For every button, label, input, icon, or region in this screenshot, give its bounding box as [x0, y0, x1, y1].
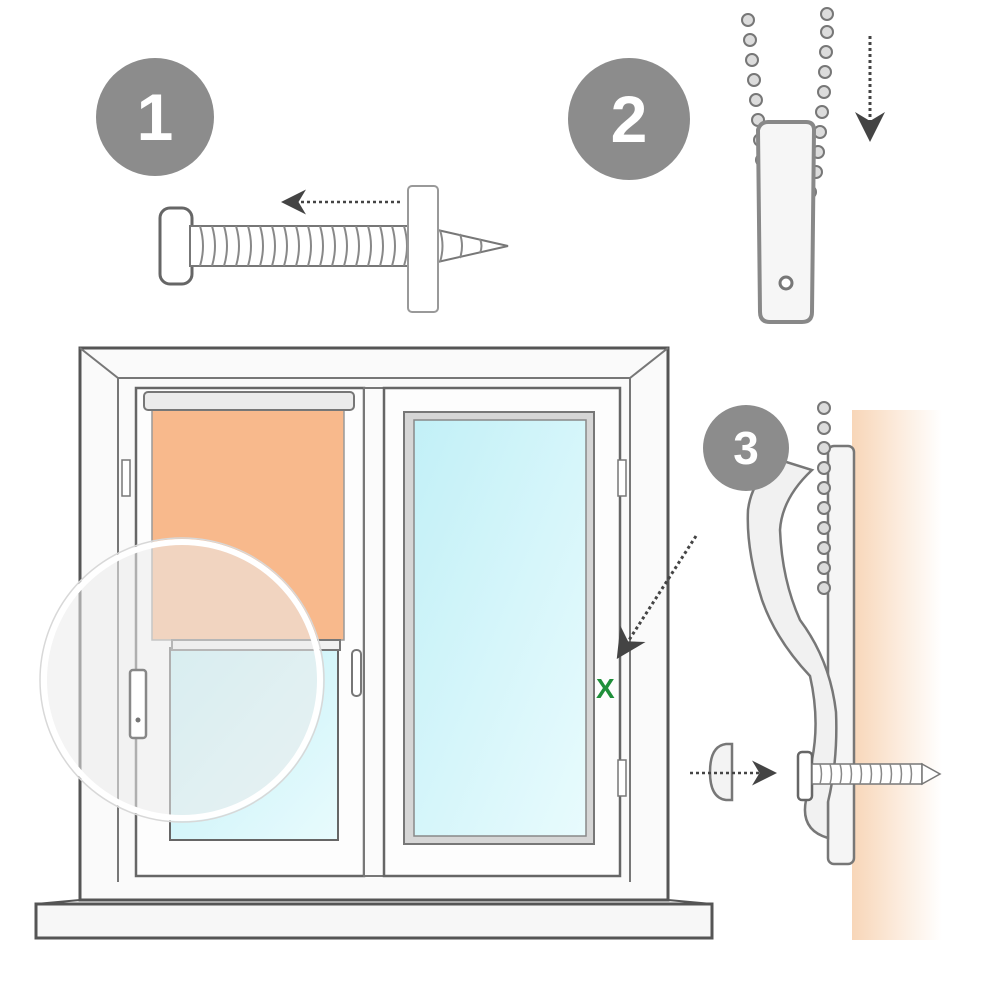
chain-holder-small [128, 668, 148, 740]
window-handle-left [351, 649, 362, 697]
magnifier-circle [41, 539, 323, 821]
step-1-badge: 1 [96, 58, 214, 176]
chain-holder-illustration [741, 7, 834, 324]
window-illustration [34, 346, 714, 940]
step-2-badge: 2 [568, 58, 690, 180]
blind-cassette [143, 391, 355, 411]
wall-surface [852, 410, 942, 940]
mounting-side-view [708, 401, 942, 940]
screw-illustration [158, 185, 509, 313]
step-3-badge: 3 [703, 405, 789, 491]
window-glass-right [413, 419, 587, 837]
drill-position-mark: X [596, 673, 615, 704]
direction-arrow-diagonal [616, 535, 698, 660]
